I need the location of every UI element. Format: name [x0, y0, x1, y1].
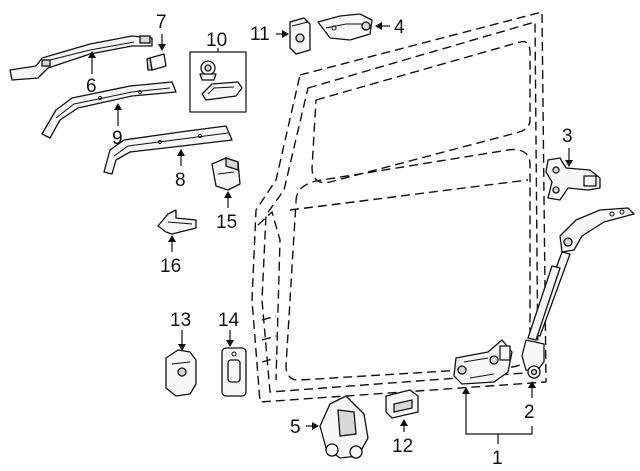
callout-numbers: 6 7 10 11 4 9 8 15 16 3 13 14 5 12 2 1: [86, 12, 573, 469]
callout-1: 1: [492, 448, 503, 469]
callout-9: 9: [112, 128, 123, 149]
clip-part: [146, 53, 167, 71]
hinge-part: [545, 157, 601, 201]
callout-12: 12: [392, 436, 413, 457]
door-stop-bracket-part: [211, 157, 241, 191]
callout-14: 14: [218, 310, 240, 331]
guide-part: [289, 17, 311, 55]
callout-7: 7: [156, 12, 167, 33]
door-check-arm-part: [521, 207, 635, 379]
lower-rail-part: [103, 125, 233, 175]
striker-part: [385, 389, 419, 419]
callout-4: 4: [394, 17, 405, 38]
callout-10: 10: [206, 30, 227, 51]
center-rail-part: [41, 81, 177, 139]
upper-rail-part: [9, 35, 153, 81]
callout-11: 11: [250, 24, 270, 45]
callout-2: 2: [524, 402, 535, 423]
callout-16: 16: [160, 256, 181, 277]
callout-5: 5: [290, 417, 301, 438]
plate-part: [157, 209, 197, 235]
leader-lines: [88, 22, 573, 444]
callout-13: 13: [170, 310, 191, 331]
callout-6: 6: [86, 76, 97, 97]
striker-pad-part: [221, 347, 247, 397]
callout-3: 3: [562, 126, 573, 147]
lower-roller-assembly-part: [319, 395, 369, 459]
callout-15: 15: [216, 212, 237, 233]
gasket-part: [165, 349, 197, 397]
latch-assembly-part: [453, 339, 513, 385]
upper-roller-bracket-part: [317, 13, 373, 41]
callout-8: 8: [175, 170, 186, 191]
clip-set-box: [189, 51, 247, 113]
